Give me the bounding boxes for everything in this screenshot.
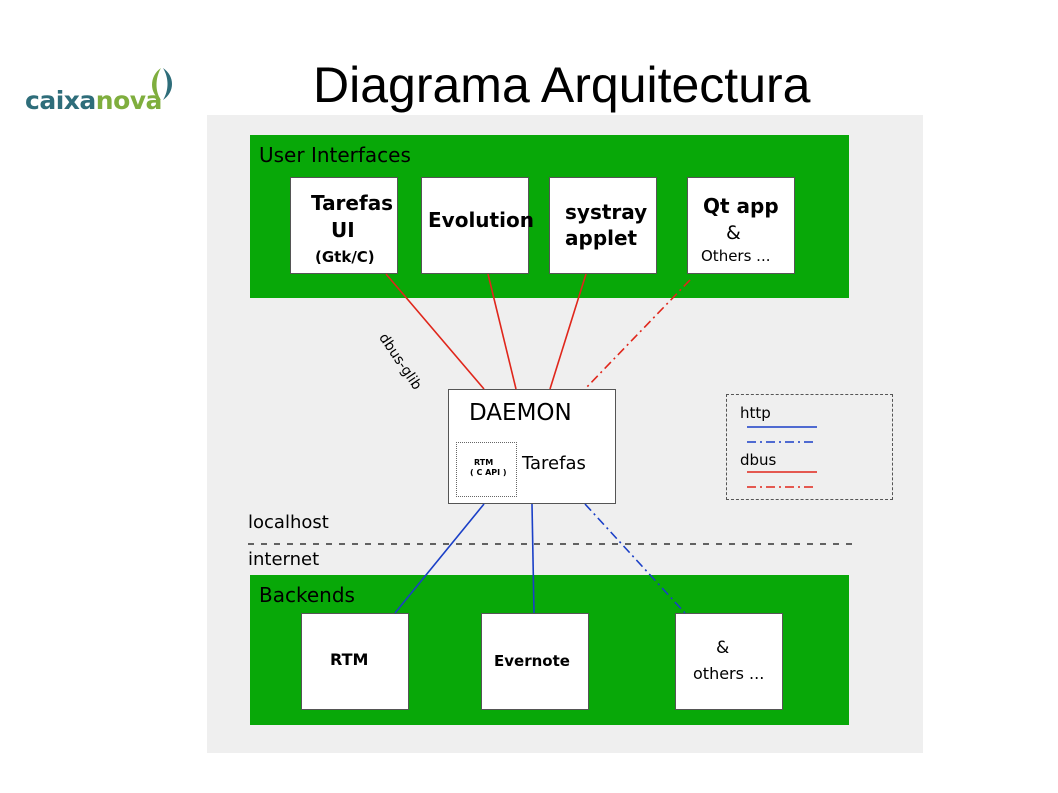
tarefas-ui-line2: UI xyxy=(331,218,355,242)
qt-app-box: Qt app & Others ... xyxy=(687,177,795,274)
daemon-box: DAEMON Tarefas RTM ( C API ) xyxy=(448,389,616,504)
evernote-backend-box: Evernote xyxy=(481,613,589,710)
others-backend-box: & others ... xyxy=(675,613,783,710)
localhost-label: localhost xyxy=(248,512,329,533)
rtm-capi-line1: RTM xyxy=(474,458,494,467)
tarefas-ui-line1: Tarefas xyxy=(311,191,394,215)
qt-app-line3: Others ... xyxy=(701,247,771,265)
http-line-evernote xyxy=(531,503,535,614)
rtm-backend-box: RTM xyxy=(301,613,409,710)
http-line-rtm xyxy=(394,503,485,614)
qt-app-line2: & xyxy=(726,222,741,244)
dbus-line-tarefas-ui xyxy=(385,273,485,390)
leaf-icon xyxy=(152,68,172,100)
systray-applet-box: systray applet xyxy=(549,177,657,274)
evernote-backend-label: Evernote xyxy=(494,652,570,670)
dbus-line-evolution xyxy=(487,273,517,390)
internet-label: internet xyxy=(248,549,320,570)
dbus-dashdot-line-qt xyxy=(584,279,691,390)
systray-line2: applet xyxy=(565,226,638,250)
legend-swatches xyxy=(747,426,817,488)
evolution-box: Evolution xyxy=(421,177,534,274)
tarefas-ui-box: Tarefas UI (Gtk/C) xyxy=(290,177,398,274)
legend-dbus-label: dbus xyxy=(740,451,777,469)
caixanova-logo: caixanova xyxy=(25,62,185,122)
slide-title: Diagrama Arquitectura xyxy=(313,57,811,113)
others-backend-line2: others ... xyxy=(693,664,765,683)
legend: http dbus xyxy=(726,394,893,500)
user-interfaces-label: User Interfaces xyxy=(259,143,411,167)
backends-label: Backends xyxy=(259,583,355,607)
logo-wordmark: caixanova xyxy=(25,86,162,115)
qt-app-line1: Qt app xyxy=(703,194,779,218)
others-backend-line1: & xyxy=(716,638,730,658)
rtm-capi-line2: ( C API ) xyxy=(470,468,507,477)
systray-line1: systray xyxy=(565,200,648,224)
http-dashdot-line-others xyxy=(584,503,686,614)
daemon-title: DAEMON xyxy=(469,400,572,426)
daemon-tarefas-label: Tarefas xyxy=(522,453,586,474)
evolution-label: Evolution xyxy=(428,208,534,232)
legend-http-label: http xyxy=(740,404,771,422)
dbus-line-systray xyxy=(549,273,587,390)
tarefas-ui-line3: (Gtk/C) xyxy=(315,248,375,266)
rtm-backend-label: RTM xyxy=(330,650,369,669)
rtm-capi-box: RTM ( C API ) xyxy=(456,442,517,497)
